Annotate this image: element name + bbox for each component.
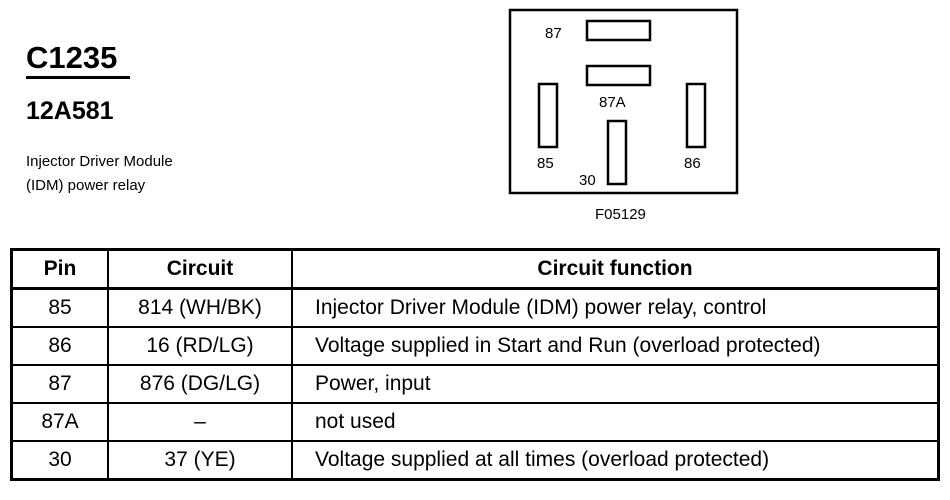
cell-pin: 86 (10, 326, 109, 366)
cell-function: Voltage supplied at all times (overload … (291, 440, 940, 481)
cell-circuit: 876 (DG/LG) (107, 364, 293, 404)
pin-87a-terminal (585, 64, 652, 87)
pin-87-terminal (585, 19, 652, 42)
cell-circuit: 37 (YE) (107, 440, 293, 481)
table-header-row: Pin Circuit Circuit function (10, 248, 940, 290)
cell-function: Voltage supplied in Start and Run (overl… (291, 326, 940, 366)
part-number: 12A581 (26, 97, 114, 125)
pin-label-30: 30 (579, 172, 596, 189)
pin-table: Pin Circuit Circuit function 85 814 (WH/… (10, 248, 940, 481)
table-row: 87A – not used (10, 402, 940, 442)
relay-outline (508, 8, 739, 195)
cell-pin: 85 (10, 287, 109, 328)
header-circuit-function: Circuit function (291, 248, 940, 290)
pin-86-terminal (685, 82, 707, 149)
connector-description: Injector Driver Module (IDM) power relay (26, 153, 173, 194)
table-row: 86 16 (RD/LG) Voltage supplied in Start … (10, 326, 940, 366)
cell-function: Injector Driver Module (IDM) power relay… (291, 287, 940, 328)
cell-pin: 30 (10, 440, 109, 481)
pin-label-85: 85 (537, 155, 554, 172)
cell-circuit: 16 (RD/LG) (107, 326, 293, 366)
relay-pinout-svg: 87 87A 85 86 30 F05129 (508, 8, 739, 223)
figure-id: F05129 (595, 206, 646, 223)
cell-pin: 87A (10, 402, 109, 442)
pin-30-terminal (606, 119, 628, 186)
cell-pin: 87 (10, 364, 109, 404)
table-row: 30 37 (YE) Voltage supplied at all times… (10, 440, 940, 481)
table-row: 85 814 (WH/BK) Injector Driver Module (I… (10, 287, 940, 328)
cell-function: Power, input (291, 364, 940, 404)
connector-id: C1235 (26, 40, 130, 79)
table-row: 87 876 (DG/LG) Power, input (10, 364, 940, 404)
cell-circuit: – (107, 402, 293, 442)
pin-label-86: 86 (684, 155, 701, 172)
pin-label-87: 87 (545, 25, 562, 42)
cell-circuit: 814 (WH/BK) (107, 287, 293, 328)
cell-function: not used (291, 402, 940, 442)
header-pin: Pin (10, 248, 109, 290)
relay-pinout-diagram: 87 87A 85 86 30 F05129 (500, 0, 760, 230)
pin-label-87a: 87A (599, 94, 626, 111)
header-circuit: Circuit (107, 248, 293, 290)
pin-85-terminal (537, 82, 559, 149)
